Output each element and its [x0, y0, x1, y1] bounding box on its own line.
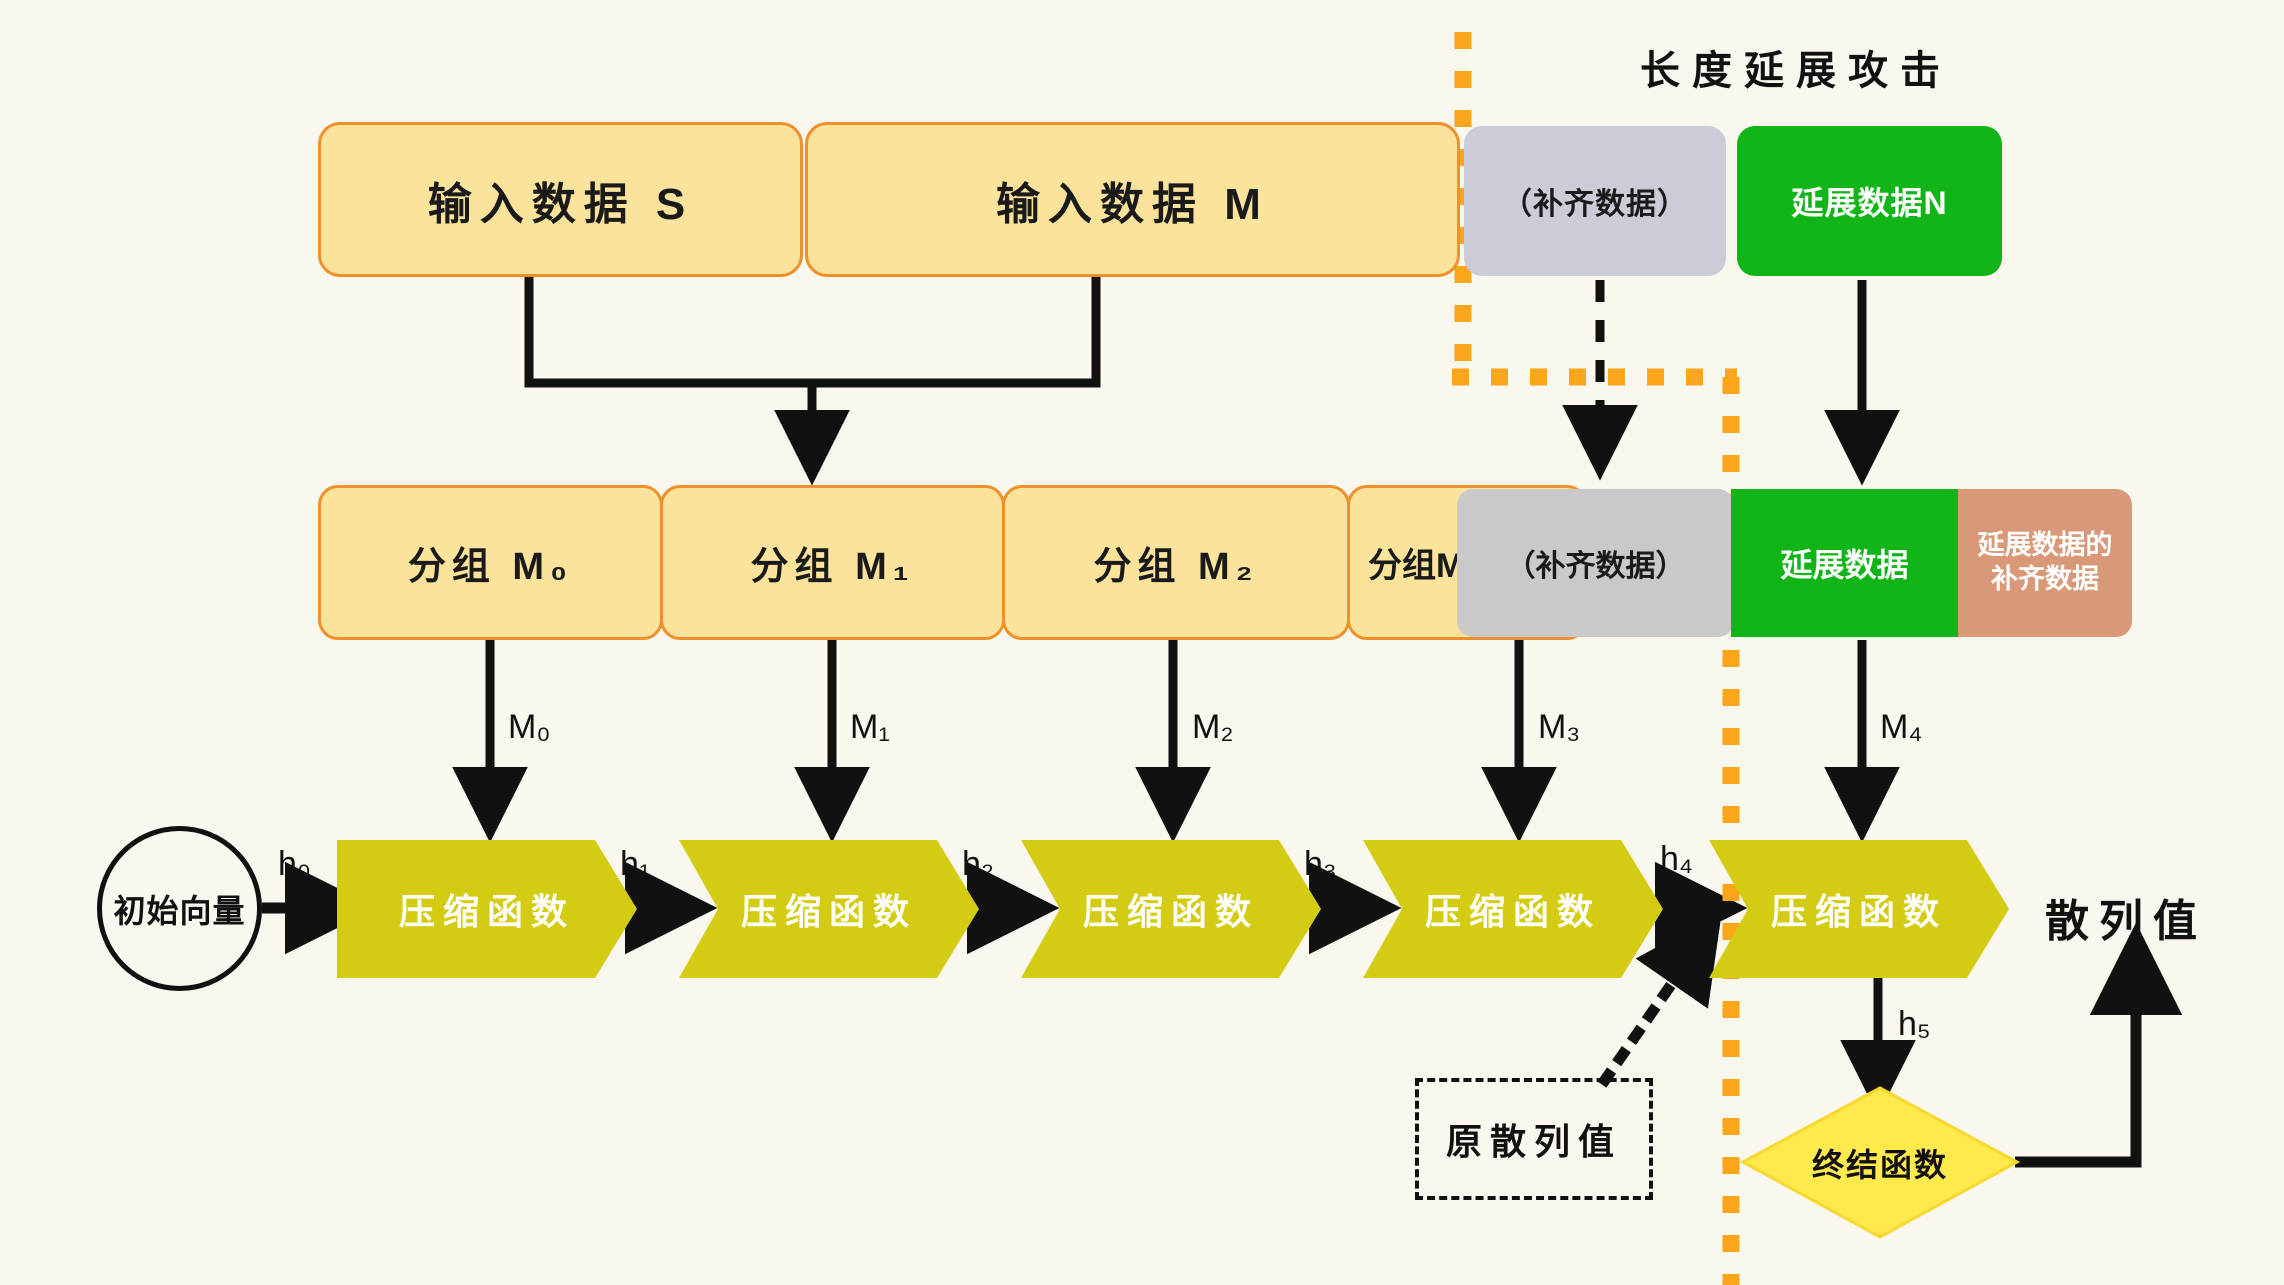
compress-function-label-4: 压缩函数	[1424, 891, 1601, 932]
message-arrows	[452, 640, 1900, 843]
input-data-s-box[interactable]: 输入数据 S	[318, 122, 803, 277]
compress-function-5[interactable]: 压缩函数	[1709, 840, 2009, 978]
compress-function-4[interactable]: 压缩函数	[1363, 840, 1663, 978]
input-data-m-label: 输入数据 M	[996, 179, 1269, 229]
middle-extension-label: 延展数据	[1780, 547, 1909, 583]
input-data-m-box[interactable]: 输入数据 M	[805, 122, 1460, 277]
middle-extension-box[interactable]: 延展数据	[1731, 489, 1958, 637]
compress-function-label-1: 压缩函数	[398, 891, 575, 932]
message-label-m3: M₃	[1538, 708, 1581, 746]
finalize-function-diamond[interactable]: 终结函数	[1739, 1085, 2021, 1240]
compress-function-label-2: 压缩函数	[740, 891, 917, 932]
extension-padding-line2: 补齐数据	[1991, 564, 2099, 594]
block-m0-box[interactable]: 分组 M₀	[318, 485, 663, 640]
finalize-function-label: 终结函数	[1811, 1146, 1948, 1183]
merge-connector	[524, 276, 1101, 486]
compress-function-label-5: 压缩函数	[1770, 891, 1947, 932]
chain-label-h0: h₀	[278, 845, 312, 883]
initial-vector-label: 初始向量	[113, 892, 246, 929]
hash-output-label: 散列值	[2045, 897, 2207, 946]
block-m2-label: 分组 M₂	[1093, 546, 1259, 588]
compress-function-2[interactable]: 压缩函数	[679, 840, 979, 978]
initial-vector-circle[interactable]: 初始向量	[97, 826, 262, 991]
message-label-m4: M₄	[1880, 708, 1923, 746]
extension-data-n-label: 延展数据N	[1791, 185, 1948, 221]
message-label-m2: M₂	[1192, 708, 1234, 746]
top-padding-box[interactable]: （补齐数据）	[1464, 126, 1726, 276]
chain-label-h3: h₃	[1304, 845, 1337, 883]
chain-label-h4: h₄	[1660, 840, 1693, 878]
compress-function-3[interactable]: 压缩函数	[1021, 840, 1321, 978]
input-data-s-label: 输入数据 S	[427, 179, 694, 229]
block-m2-box[interactable]: 分组 M₂	[1002, 485, 1350, 640]
block-m0-label: 分组 M₀	[407, 546, 574, 588]
block-m1-label: 分组 M₁	[750, 546, 915, 588]
original-hash-label: 原散列值	[1445, 1121, 1622, 1162]
message-label-m1: M₁	[850, 708, 890, 746]
extension-data-n-box[interactable]: 延展数据N	[1737, 126, 2002, 276]
attack-title: 长度延展攻击	[1640, 49, 1952, 93]
extension-padding-line1: 延展数据的	[1977, 530, 2113, 561]
chain-label-h2: h₂	[962, 845, 995, 883]
middle-padding-label: （补齐数据）	[1505, 550, 1686, 583]
compress-function-1[interactable]: 压缩函数	[337, 840, 637, 978]
chain-label-h5: h₅	[1898, 1005, 1931, 1043]
hash-output-arrow	[2015, 922, 2183, 1168]
message-label-m0: M₀	[508, 708, 551, 746]
chain-label-h1: h₁	[620, 845, 651, 883]
diamond-shape	[1739, 1086, 2021, 1239]
compress-function-label-3: 压缩函数	[1082, 891, 1259, 932]
block-m1-box[interactable]: 分组 M₁	[660, 485, 1005, 640]
middle-padding-box[interactable]: （补齐数据）	[1457, 489, 1734, 637]
extension-padding-box[interactable]: 延展数据的 补齐数据	[1958, 489, 2132, 637]
top-padding-label: （补齐数据）	[1502, 188, 1688, 221]
original-hash-box[interactable]: 原散列值	[1415, 1078, 1653, 1200]
